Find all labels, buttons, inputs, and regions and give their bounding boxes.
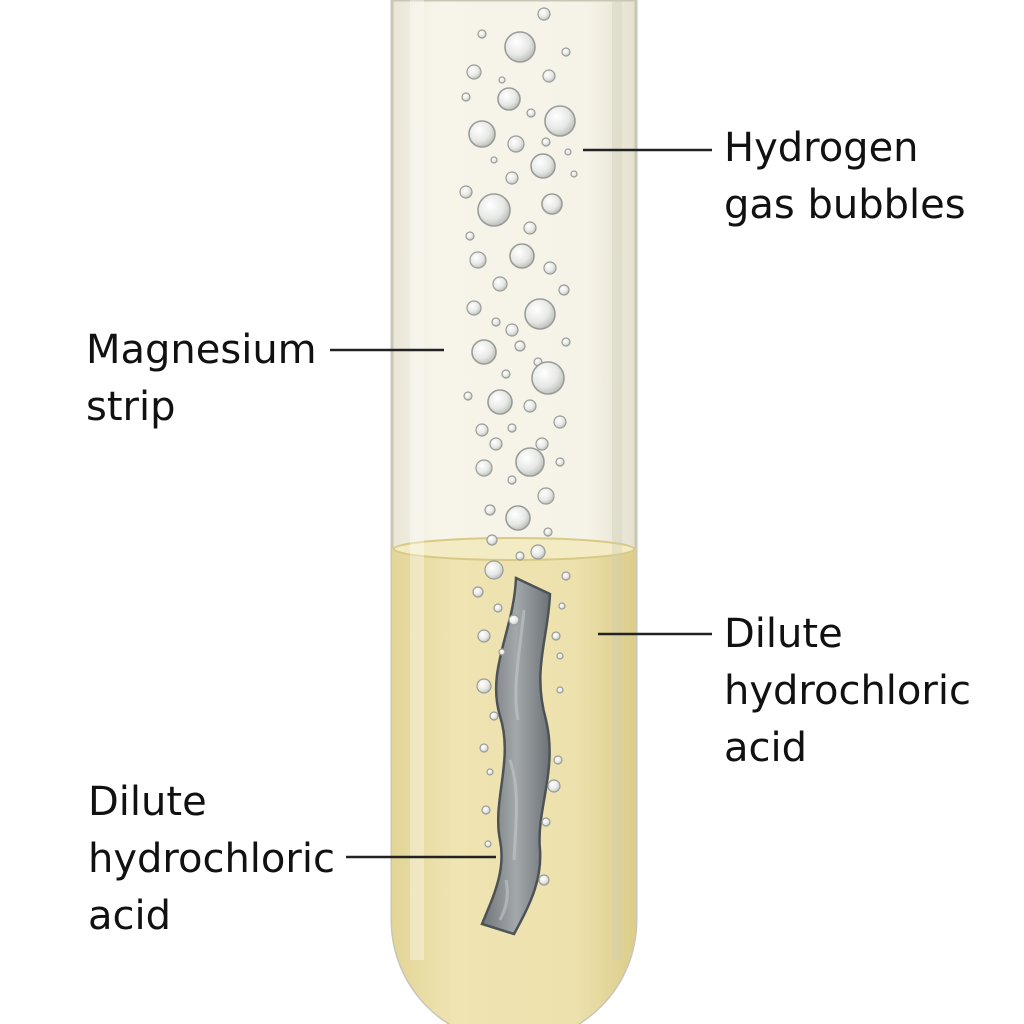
bubble — [484, 504, 496, 516]
bubble — [508, 614, 520, 626]
bubble — [489, 711, 499, 721]
bubble — [507, 475, 517, 485]
label-line: Magnesium — [86, 327, 317, 373]
label-dilute-acid-left: Dilute hydrochloric acid — [88, 774, 335, 945]
bubble — [466, 64, 482, 80]
bubble — [553, 415, 567, 429]
label-line: gas bubbles — [724, 182, 966, 228]
bubble — [515, 447, 545, 477]
bubble — [556, 652, 564, 660]
bubble — [490, 156, 498, 164]
label-line: hydrochloric — [724, 668, 971, 714]
bubble — [479, 743, 489, 753]
bubble — [542, 69, 556, 83]
bubble — [484, 560, 504, 580]
bubble — [505, 505, 531, 531]
bubble — [476, 678, 492, 694]
label-line: acid — [88, 893, 172, 939]
bubble — [477, 629, 491, 643]
bubble — [486, 534, 498, 546]
bubble — [558, 602, 566, 610]
bubble — [558, 284, 570, 296]
glass-highlight — [410, 0, 424, 960]
label-line: Hydrogen — [724, 125, 919, 171]
magnesium-strip — [480, 576, 552, 936]
bubble — [505, 171, 519, 185]
bubble — [459, 185, 473, 199]
bubble — [544, 105, 576, 137]
bubble — [477, 29, 487, 39]
bubble — [523, 221, 537, 235]
bubble — [484, 840, 492, 848]
bubble — [489, 437, 503, 451]
bubble — [468, 120, 496, 148]
bubble — [535, 437, 549, 451]
bubble — [524, 298, 556, 330]
bubble — [469, 251, 487, 269]
bubble — [507, 423, 517, 433]
bubble — [507, 135, 525, 153]
bubble — [530, 153, 556, 179]
bubble — [561, 47, 571, 57]
bubble — [487, 389, 513, 415]
bubble — [466, 300, 482, 316]
bubble — [475, 423, 489, 437]
bubble — [481, 805, 491, 815]
bubble — [497, 87, 521, 111]
bubble — [501, 369, 511, 379]
bubble — [564, 148, 572, 156]
bubble — [498, 76, 506, 84]
bubble — [547, 779, 561, 793]
bubble — [492, 276, 508, 292]
label-line: hydrochloric — [88, 836, 335, 882]
bubble — [514, 340, 526, 352]
bubble — [472, 586, 484, 598]
label-magnesium-strip: Magnesium strip — [86, 322, 317, 436]
bubble — [486, 768, 494, 776]
bubble — [537, 487, 555, 505]
bubble — [461, 92, 471, 102]
bubble — [551, 631, 561, 641]
bubble — [541, 137, 551, 147]
bubble — [504, 31, 536, 63]
label-line: acid — [724, 725, 808, 771]
glass-shadow — [612, 0, 622, 960]
label-line: Dilute — [724, 611, 843, 657]
bubble — [570, 170, 578, 178]
bubble — [498, 648, 506, 656]
bubble — [509, 243, 535, 269]
bubble — [515, 551, 525, 561]
bubble — [475, 459, 493, 477]
bubble — [561, 571, 571, 581]
bubble — [493, 603, 503, 613]
bubble — [537, 7, 551, 21]
bubble — [531, 361, 565, 395]
bubble — [538, 874, 550, 886]
bubble — [555, 457, 565, 467]
liquid-surface — [393, 537, 635, 561]
bubble — [530, 544, 546, 560]
magnesium-strip-texture — [498, 609, 526, 921]
bubble — [471, 339, 497, 365]
bubble — [505, 323, 519, 337]
bubble — [543, 261, 557, 275]
bubble — [465, 231, 475, 241]
label-dilute-acid-right: Dilute hydrochloric acid — [724, 606, 971, 777]
bubble — [561, 337, 571, 347]
bubble — [543, 527, 553, 537]
bubble — [556, 686, 564, 694]
bubble — [553, 755, 563, 765]
bubble — [526, 108, 536, 118]
bubble — [491, 317, 501, 327]
bubble — [463, 391, 473, 401]
bubble — [523, 399, 537, 413]
label-line: Dilute — [88, 779, 207, 825]
label-hydrogen-gas-bubbles: Hydrogen gas bubbles — [724, 120, 966, 234]
bubble — [477, 193, 511, 227]
bubble — [541, 193, 563, 215]
bubble — [541, 817, 551, 827]
hydrogen-gas-bubbles — [459, 7, 578, 886]
label-line: strip — [86, 384, 176, 430]
